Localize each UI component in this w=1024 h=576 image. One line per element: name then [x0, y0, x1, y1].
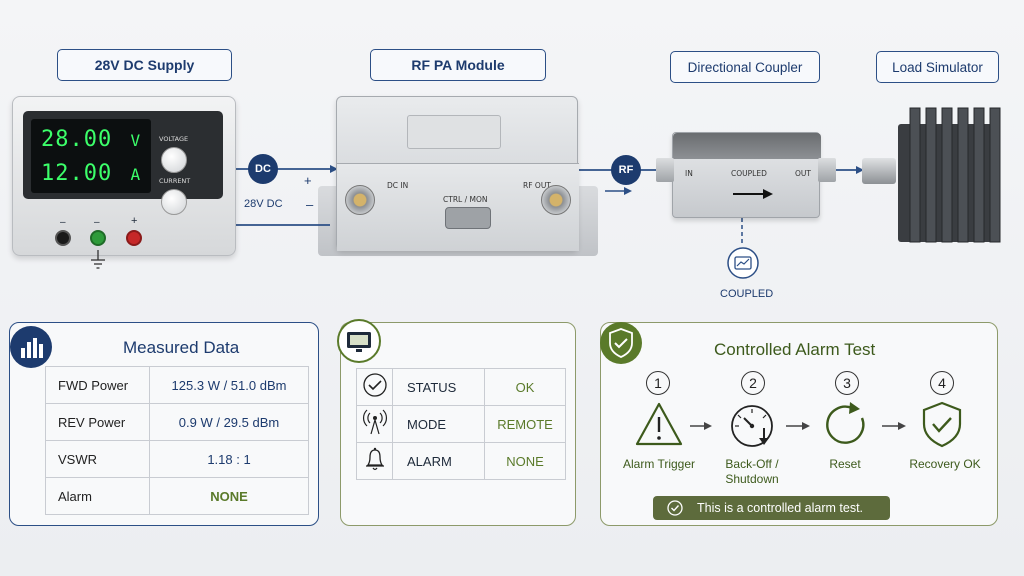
check-circle-icon [667, 500, 683, 516]
load-heatsink [898, 107, 1001, 243]
coupler-out-connector[interactable] [818, 158, 836, 182]
step-arrows [690, 422, 906, 430]
rev-power-label: REV Power [45, 403, 150, 441]
rf-out-connector[interactable] [541, 185, 571, 215]
vswr-value: 1.18 : 1 [149, 440, 309, 478]
alarm-status-value: NONE [484, 442, 566, 480]
dc-badge: DC [248, 154, 278, 184]
voltage-readout: 28.00 [41, 127, 113, 152]
check-circle-icon [362, 372, 387, 397]
shield-badge-icon [600, 322, 642, 364]
status-table: STATUS OK MODE REMOTE ALA [356, 368, 566, 480]
current-unit: A [130, 165, 142, 184]
step-number-2: 2 [741, 371, 765, 395]
status-value: OK [484, 368, 566, 406]
ctrl-mon-connector[interactable] [445, 207, 491, 229]
coupler-coupled-label: COUPLED [731, 169, 767, 178]
bell-icon [365, 447, 384, 470]
step-label-recovery-ok: Recovery OK [909, 457, 981, 471]
monitor-icon [337, 319, 381, 363]
bar-chart-icon [10, 326, 52, 368]
terminal-green[interactable] [90, 230, 106, 246]
terminal-neg-label: – [60, 217, 66, 228]
terminal-black[interactable] [55, 230, 71, 246]
ground-icon [91, 250, 105, 269]
shield-check-icon [922, 401, 962, 448]
voltage-knob[interactable] [161, 147, 187, 173]
dc-supply-device: 28.00 V 12.00 A VOLTAGE CURRENT – – + [12, 96, 236, 256]
directional-coupler-device: IN COUPLED OUT [672, 132, 821, 218]
lcd-display: 28.00 V 12.00 A [31, 119, 151, 193]
dc-plus-label: + [304, 173, 312, 188]
rev-power-value: 0.9 W / 29.5 dBm [149, 403, 309, 441]
title-directional-coupler: Directional Coupler [670, 51, 820, 83]
rf-out-label: RF OUT [523, 181, 551, 190]
alarm-test-banner: This is a controlled alarm test. [653, 496, 890, 520]
voltage-knob-label: VOLTAGE [159, 135, 189, 143]
load-connector[interactable] [862, 158, 896, 184]
fwd-power-value: 125.3 W / 51.0 dBm [149, 366, 309, 404]
coupler-out-label: OUT [795, 169, 811, 178]
table-row: STATUS OK [356, 368, 566, 406]
terminal-red[interactable] [126, 230, 142, 246]
current-readout: 12.00 [41, 161, 113, 186]
measured-data-table: FWD Power 125.3 W / 51.0 dBm REV Power 0… [45, 366, 309, 515]
status-label: STATUS [392, 368, 485, 406]
vswr-label: VSWR [45, 440, 150, 478]
mode-label: MODE [392, 405, 485, 443]
dc-voltage-label: 28V DC [244, 198, 283, 210]
voltage-unit: V [130, 131, 142, 150]
terminal-pos-label: + [131, 215, 138, 227]
title-dc-supply: 28V DC Supply [57, 49, 232, 81]
table-row: Alarm NONE [45, 477, 309, 515]
measured-data-title: Measured Data [123, 338, 240, 357]
alarm-label: Alarm [45, 477, 150, 515]
alarm-test-title: Controlled Alarm Test [714, 340, 876, 359]
reset-icon [826, 402, 865, 444]
fwd-power-label: FWD Power [45, 366, 150, 404]
alarm-test-panel [600, 322, 998, 526]
table-row: VSWR 1.18 : 1 [45, 440, 309, 478]
ctrl-mon-label: CTRL / MON [443, 195, 488, 204]
dc-minus-label: – [306, 197, 314, 212]
mode-value: REMOTE [484, 405, 566, 443]
alarm-status-label: ALARM [392, 442, 485, 480]
step-number-1: 1 [646, 371, 670, 395]
rf-badge: RF [611, 155, 641, 185]
terminal-gnd-label: – [94, 217, 100, 228]
current-knob-label: CURRENT [159, 177, 191, 185]
table-row: MODE REMOTE [356, 405, 566, 443]
coupler-in-label: IN [685, 169, 693, 178]
alarm-value: NONE [149, 477, 309, 515]
step-number-4: 4 [930, 371, 954, 395]
warning-icon [635, 402, 683, 446]
title-rf-pa-module: RF PA Module [370, 49, 546, 81]
antenna-icon [362, 409, 387, 434]
alarm-test-banner-text: This is a controlled alarm test. [697, 501, 864, 515]
gauge-icon [731, 405, 773, 447]
dc-in-label: DC IN [387, 181, 409, 190]
step-number-3: 3 [835, 371, 859, 395]
step-label-back-off: Back-Off / Shutdown [725, 457, 779, 486]
coupled-tap-label: COUPLED [720, 288, 774, 300]
coupler-in-connector[interactable] [656, 158, 674, 182]
table-row: ALARM NONE [356, 442, 566, 480]
title-load-simulator: Load Simulator [876, 51, 999, 83]
rf-pa-module-device: DC IN CTRL / MON RF OUT [336, 96, 579, 251]
coupled-port-icon [727, 247, 759, 279]
table-row: FWD Power 125.3 W / 51.0 dBm [45, 366, 309, 404]
step-label-alarm-trigger: Alarm Trigger [622, 457, 696, 471]
direction-arrow-icon [733, 189, 773, 199]
dc-in-connector[interactable] [345, 185, 375, 215]
table-row: REV Power 0.9 W / 29.5 dBm [45, 403, 309, 441]
step-label-reset: Reset [829, 457, 861, 471]
current-knob[interactable] [161, 189, 187, 215]
